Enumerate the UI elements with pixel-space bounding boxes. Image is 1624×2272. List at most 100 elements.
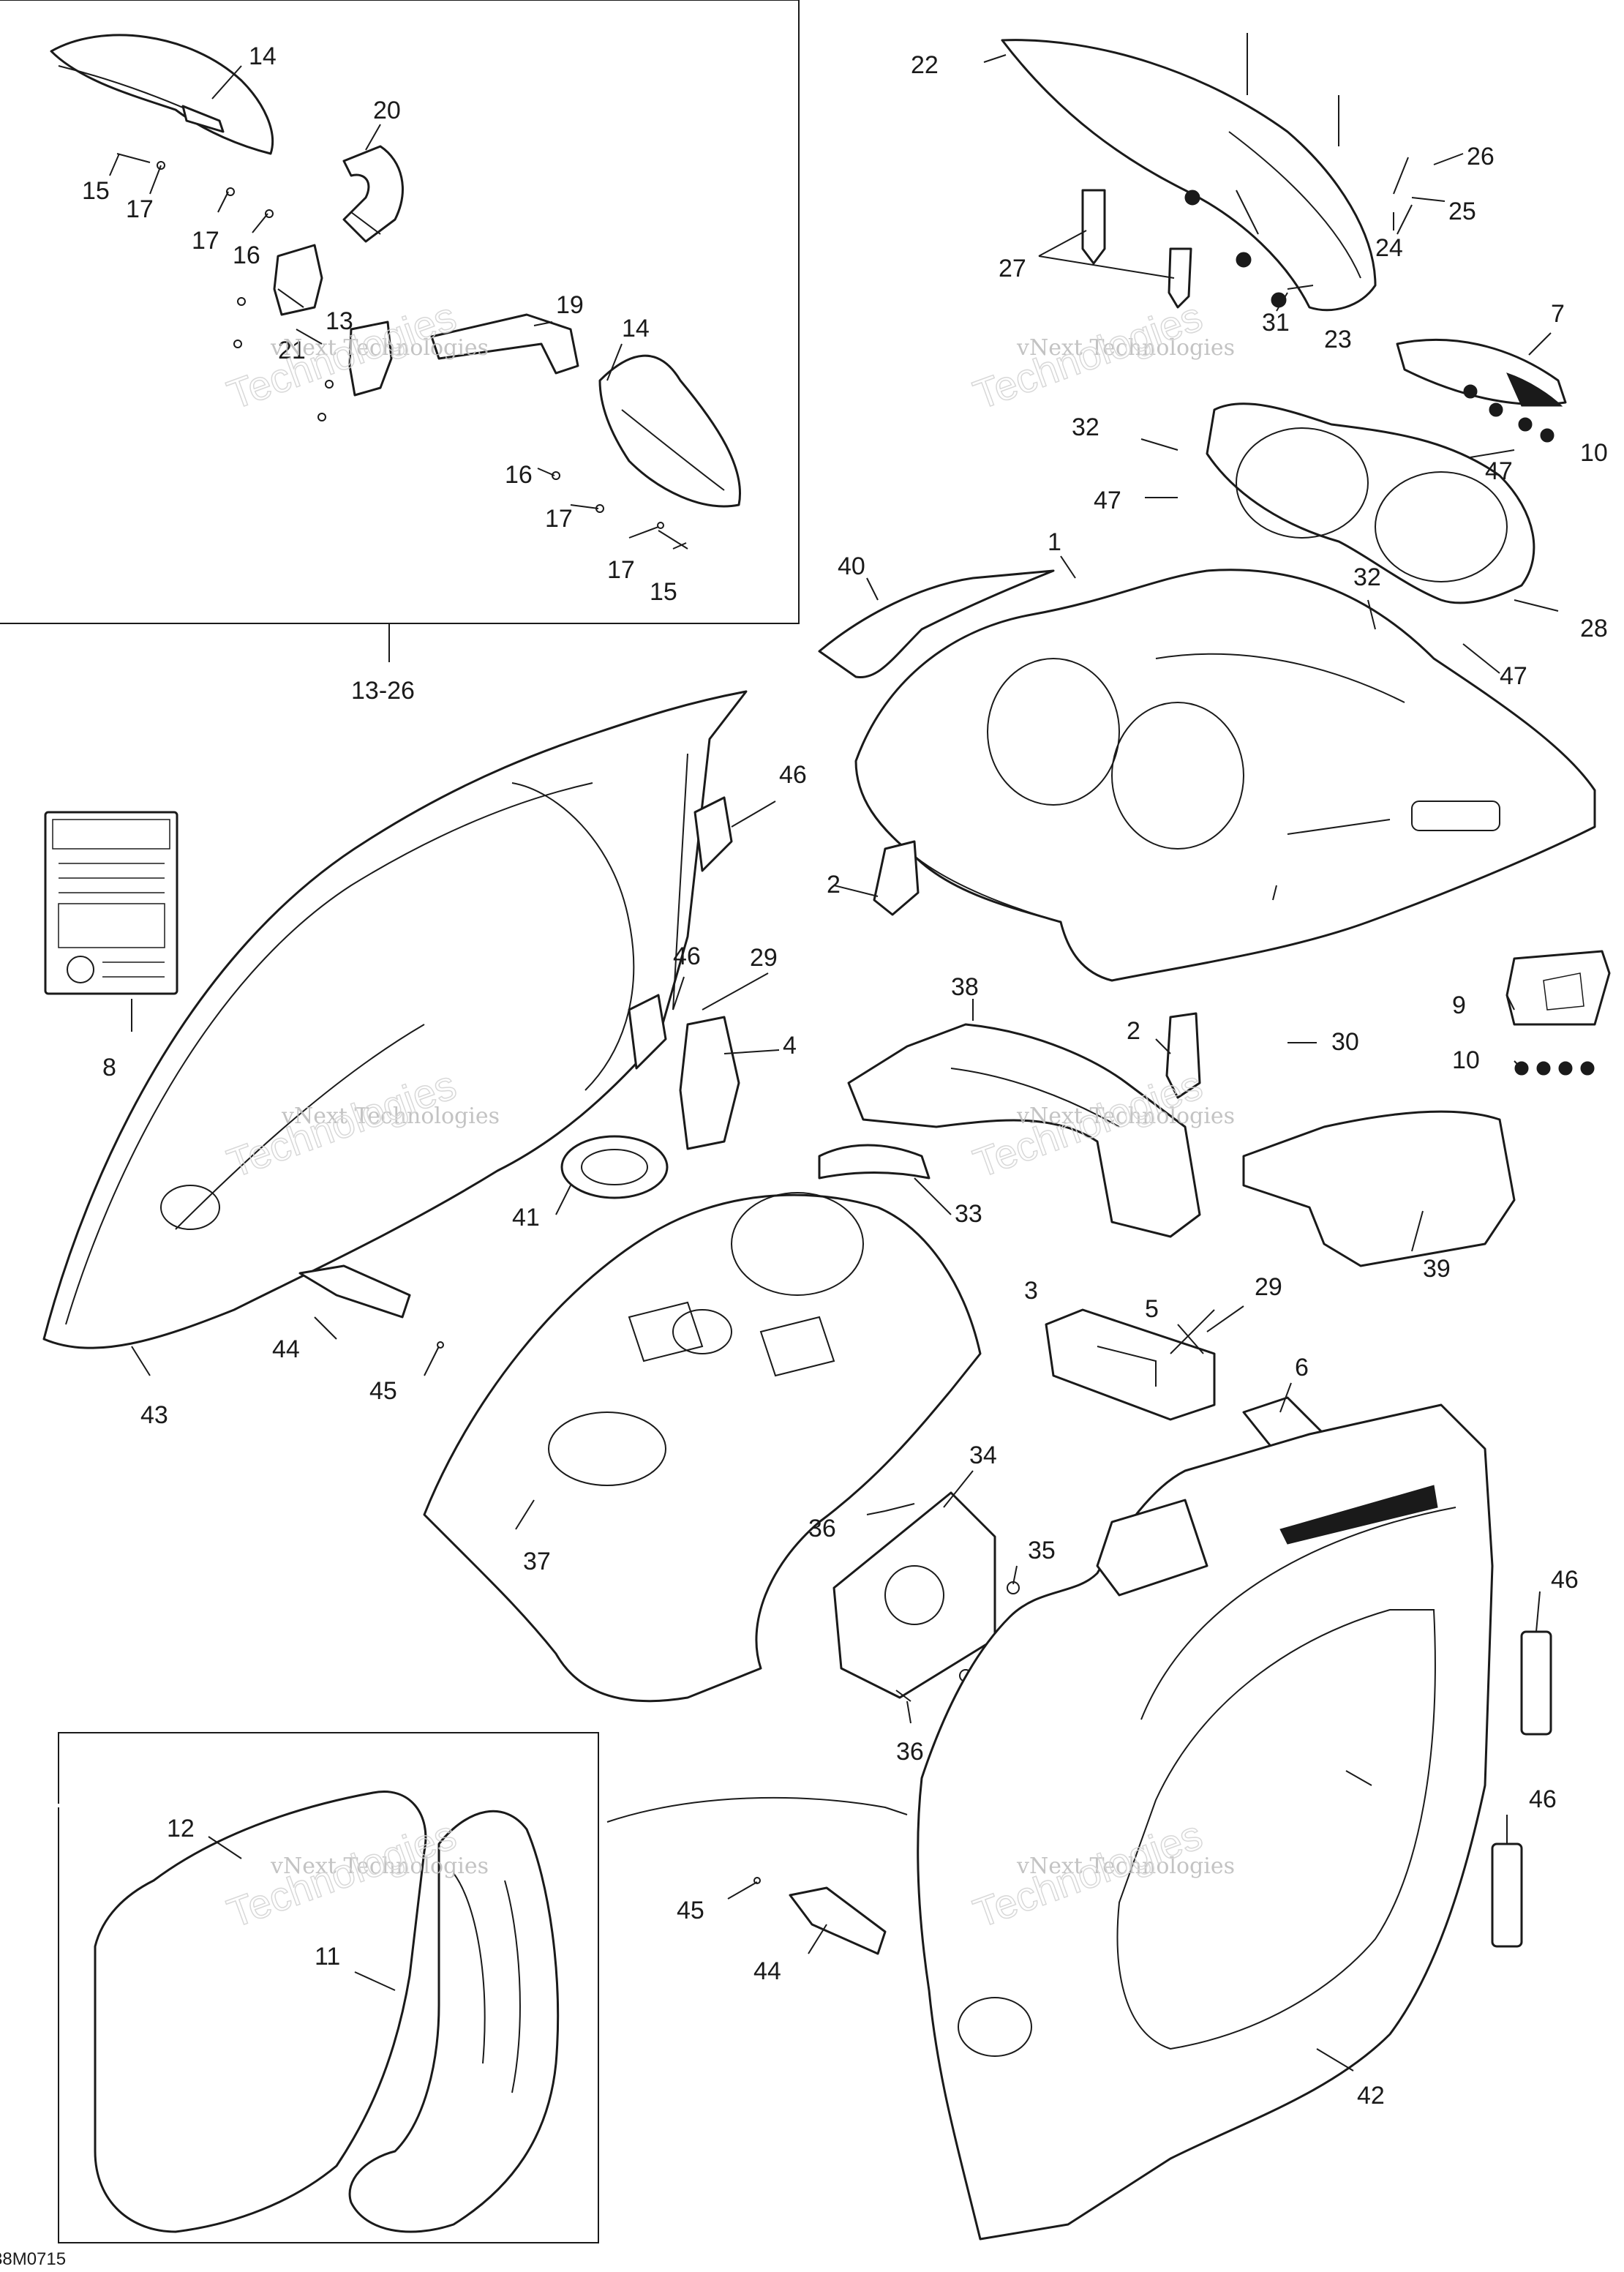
callout-17: 17	[192, 227, 219, 255]
callout-46: 46	[673, 942, 701, 970]
callout-19: 19	[556, 291, 584, 319]
watermark-text: vNext Technologies	[270, 335, 489, 361]
clamp-13	[273, 244, 323, 316]
mount-bracket-20	[342, 145, 404, 243]
side-panel-43	[42, 690, 748, 1349]
panel-12	[94, 1791, 427, 2233]
hand-guard-right	[598, 354, 741, 508]
ring-41	[560, 1135, 669, 1199]
clamp-21	[348, 320, 393, 397]
callout-28: 28	[1580, 615, 1608, 642]
leader-lines	[109, 54, 1559, 2072]
callout-46: 46	[1529, 1785, 1557, 1813]
vent-33	[818, 1144, 931, 1180]
callout-13: 13	[326, 307, 353, 335]
panel-11	[348, 1810, 560, 2233]
callout-47: 47	[1094, 487, 1121, 514]
callout-17: 17	[607, 556, 635, 584]
inset-arrow	[606, 1796, 908, 1823]
callout-20: 20	[373, 97, 401, 124]
gauge-bezel-28	[1206, 402, 1535, 604]
callout-1: 1	[1048, 528, 1061, 556]
callout-11: 11	[315, 1943, 340, 1971]
callout-16: 16	[505, 461, 533, 489]
callout-22: 22	[911, 51, 939, 79]
bracket-2	[873, 840, 1201, 1099]
callout-33: 33	[955, 1200, 982, 1228]
callout-labels: 14 20 15 17 17 16 13 21 19 14 16 17 17 1…	[82, 42, 1608, 2110]
knee-pad-38	[847, 1023, 1201, 1238]
windshield-hardware	[1081, 33, 1413, 309]
inset-frame-handguards	[0, 0, 800, 662]
callout-37: 37	[523, 1548, 551, 1575]
tank-cover-37	[423, 1192, 982, 1703]
callout-41: 41	[512, 1204, 540, 1231]
callout-17: 17	[126, 195, 154, 223]
callout-29: 29	[1255, 1273, 1282, 1301]
diagram-code: 38M0715	[0, 2249, 66, 2269]
callout-47: 47	[1500, 662, 1527, 690]
callout-40: 40	[838, 552, 865, 580]
callout-14: 14	[622, 315, 650, 342]
deflector-40	[818, 569, 1055, 679]
callout-5: 5	[1145, 1295, 1159, 1323]
windshield-22	[1001, 39, 1377, 312]
callout-29: 29	[750, 944, 778, 972]
callout-10: 10	[1452, 1046, 1480, 1074]
side-panel-42	[917, 1403, 1494, 2241]
callout-15: 15	[82, 177, 110, 205]
callout-7: 7	[1551, 300, 1565, 328]
callout-45: 45	[677, 1897, 704, 1924]
clips-10	[1463, 384, 1595, 1076]
callout-31: 31	[1262, 309, 1290, 337]
callout-35: 35	[1028, 1537, 1056, 1564]
callout-44: 44	[272, 1335, 300, 1363]
callout-38: 38	[951, 973, 979, 1001]
hand-guard-left	[50, 34, 274, 155]
callout-25: 25	[1448, 198, 1476, 225]
callout-36: 36	[896, 1738, 924, 1766]
callout-36: 36	[808, 1515, 836, 1542]
trim-7	[1396, 338, 1567, 407]
hand-guard-fasteners	[116, 153, 688, 550]
watermark-text: vNext Technologies	[281, 1103, 500, 1129]
watermark-text: vNext Technologies	[1016, 1853, 1235, 1879]
callout-39: 39	[1423, 1255, 1451, 1283]
grille-9	[1505, 950, 1611, 1026]
watermark-text: vNext Technologies	[1016, 335, 1235, 361]
callout-13-26: 13-26	[351, 677, 415, 705]
callout-32: 32	[1353, 563, 1381, 591]
bracket-4	[679, 1016, 740, 1150]
callout-30: 30	[1331, 1028, 1359, 1056]
callout-46: 46	[779, 761, 807, 789]
handle-44-right	[753, 1877, 887, 1955]
callout-26: 26	[1467, 143, 1495, 170]
callout-47: 47	[1485, 457, 1513, 485]
callout-23: 23	[1324, 326, 1352, 353]
handle-bar-19	[430, 313, 579, 375]
callout-44: 44	[753, 1957, 781, 1985]
callout-8: 8	[102, 1054, 116, 1081]
callout-21: 21	[278, 337, 306, 364]
callout-2: 2	[827, 871, 841, 899]
callout-34: 34	[969, 1441, 997, 1469]
callout-43: 43	[140, 1401, 168, 1429]
label-decal-8	[44, 811, 178, 995]
callout-12: 12	[167, 1815, 195, 1842]
callout-2: 2	[1127, 1017, 1140, 1045]
callout-46: 46	[1551, 1566, 1579, 1594]
callout-24: 24	[1375, 234, 1403, 262]
callout-14: 14	[249, 42, 277, 70]
callout-16: 16	[233, 241, 260, 269]
knee-pad-39	[1242, 1110, 1516, 1267]
watermark-text: vNext Technologies	[1016, 1103, 1235, 1129]
callout-10: 10	[1580, 439, 1608, 467]
callout-3: 3	[1024, 1277, 1038, 1305]
callout-9: 9	[1452, 991, 1466, 1019]
callout-4: 4	[783, 1032, 797, 1060]
bracket-3-6	[1045, 1308, 1326, 1450]
callout-42: 42	[1357, 2082, 1385, 2110]
handle-44-left	[298, 1264, 444, 1349]
vents-46-left	[628, 796, 733, 1070]
